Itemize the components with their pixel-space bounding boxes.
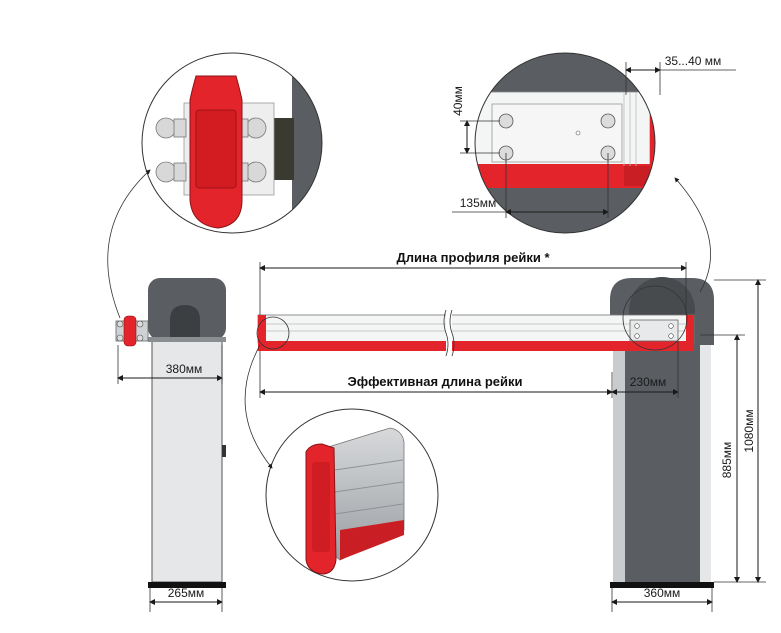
dim-135-label: 135мм — [460, 196, 497, 210]
dim-40-label: 40мм — [451, 86, 465, 116]
dimension-lines — [117, 62, 766, 612]
boom-beam — [256, 285, 695, 357]
dim-885-label: 885мм — [720, 442, 734, 479]
dim-230-label: 230мм — [630, 375, 667, 389]
detail-circle-bracket — [474, 52, 656, 234]
dim-360-label: 360мм — [644, 586, 681, 600]
effective-length-label: Эффективная длина рейки — [347, 374, 522, 389]
dim-265-label: 265мм — [168, 586, 205, 600]
dim-1080-label: 1080мм — [742, 409, 756, 452]
detail-circle-end-cap-front — [141, 52, 323, 234]
profile-length-label: Длина профиля рейки * — [396, 250, 550, 265]
connector-arrows — [107, 169, 711, 469]
detail-circle-end-cap-3d — [265, 408, 439, 582]
dim-380-label: 380мм — [166, 362, 203, 376]
dim-35-40-label: 35...40 мм — [665, 54, 722, 68]
left-post — [115, 278, 226, 588]
